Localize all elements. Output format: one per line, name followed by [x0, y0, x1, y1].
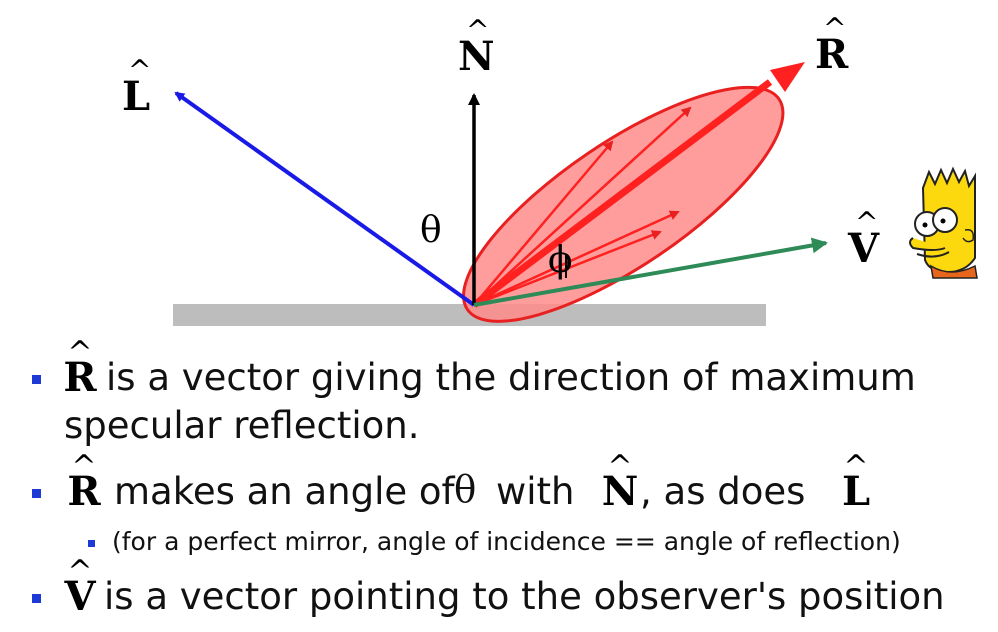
lobe-arrows — [473, 106, 692, 307]
label-V-hat: ^ — [855, 206, 878, 239]
light-vector-L — [174, 91, 476, 307]
label-L-hat: ^ — [128, 54, 151, 87]
label-phi: ϕ — [548, 240, 573, 281]
vector-letter: R — [63, 354, 97, 401]
label-N: N — [458, 33, 495, 80]
bullet-marker — [32, 375, 41, 384]
reflecting-surface — [173, 304, 766, 326]
hat-glyph: ^ — [67, 335, 93, 370]
sub-bullet-marker — [88, 540, 95, 547]
lobe-arrow-1 — [473, 140, 614, 306]
lobe-arrow-2 — [473, 106, 692, 306]
vector-letter: V — [64, 573, 96, 620]
bullet2-vector-L: ^ L — [838, 452, 874, 512]
bart-simpson-face-icon — [909, 166, 978, 279]
vector-letter: N — [601, 468, 639, 515]
sub-bullet-text: (for a perfect mirror, angle of incidenc… — [112, 527, 901, 556]
hat-glyph: ^ — [843, 449, 869, 484]
bullet2-vector-N: ^ N — [600, 452, 640, 512]
bullet1-text: is a vector giving the direction of maxi… — [106, 356, 916, 399]
bullet2-text-as-does: , as does — [640, 470, 806, 513]
vector-letter: R — [67, 468, 101, 515]
view-vector-V — [473, 237, 828, 307]
bullet2-text-with: with — [496, 470, 575, 513]
reflection-vector-R — [471, 79, 773, 308]
reflection-arrowhead — [770, 62, 805, 92]
bullet1-vector-R: ^ R — [60, 338, 100, 398]
label-R: R — [815, 31, 849, 78]
lobe-arrow-3 — [473, 210, 680, 307]
label-N-hat: ^ — [466, 14, 489, 47]
bullet1-continuation: specular reflection. — [64, 404, 420, 447]
bullet2-text-a: makes an angle of — [114, 470, 455, 513]
bullet4-vector-V: ^ V — [60, 557, 100, 617]
label-R-hat: ^ — [823, 12, 846, 45]
label-L: L — [122, 73, 150, 120]
specular-lobe — [462, 85, 785, 323]
hat-glyph: ^ — [71, 449, 97, 484]
vector-letter: L — [841, 468, 871, 515]
hat-glyph: ^ — [67, 554, 93, 589]
label-V: V — [847, 225, 880, 272]
label-theta: θ — [420, 210, 442, 251]
bullet2-theta: θ — [454, 468, 477, 511]
bullet-marker — [32, 489, 41, 498]
hat-glyph: ^ — [607, 449, 633, 484]
bullet2-vector-R: ^ R — [64, 452, 104, 512]
bullet-marker — [32, 594, 41, 603]
bullet4-text: is a vector pointing to the observer's p… — [104, 575, 945, 618]
